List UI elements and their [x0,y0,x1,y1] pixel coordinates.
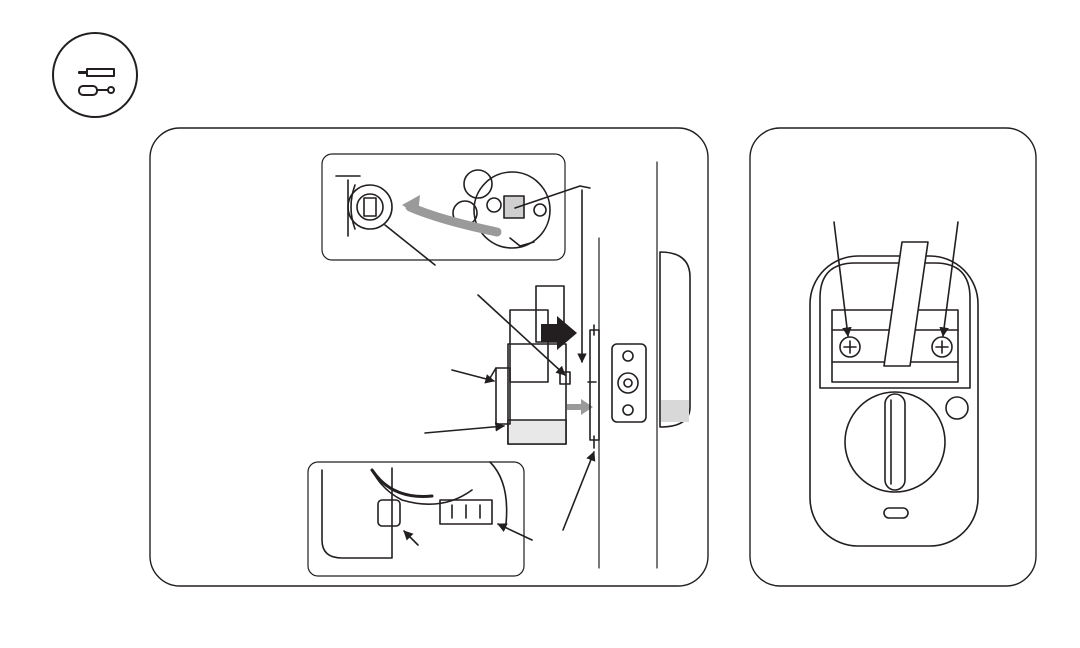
bottom-slot [884,508,908,518]
exterior-lock-edge [660,252,690,427]
tool-badge [53,33,137,117]
battery-cover-screw-right [932,337,952,357]
status-button [946,397,968,419]
door-hole-plate [612,344,646,422]
inset-cable-connection [322,154,590,265]
door-edge [599,162,657,568]
battery-cover-screw-left [840,337,860,357]
right-panel [750,128,1036,586]
interior-lock-body [490,286,596,444]
mounting-plate [590,325,599,448]
thumb-turn [845,392,945,492]
left-panel [150,128,708,586]
slide-direction-arrow [567,399,593,415]
interior-lock-front [810,242,978,546]
screwdriver-and-wrench-icon [79,69,114,95]
inset-wiring [308,462,532,576]
push-direction-arrow [541,316,577,350]
